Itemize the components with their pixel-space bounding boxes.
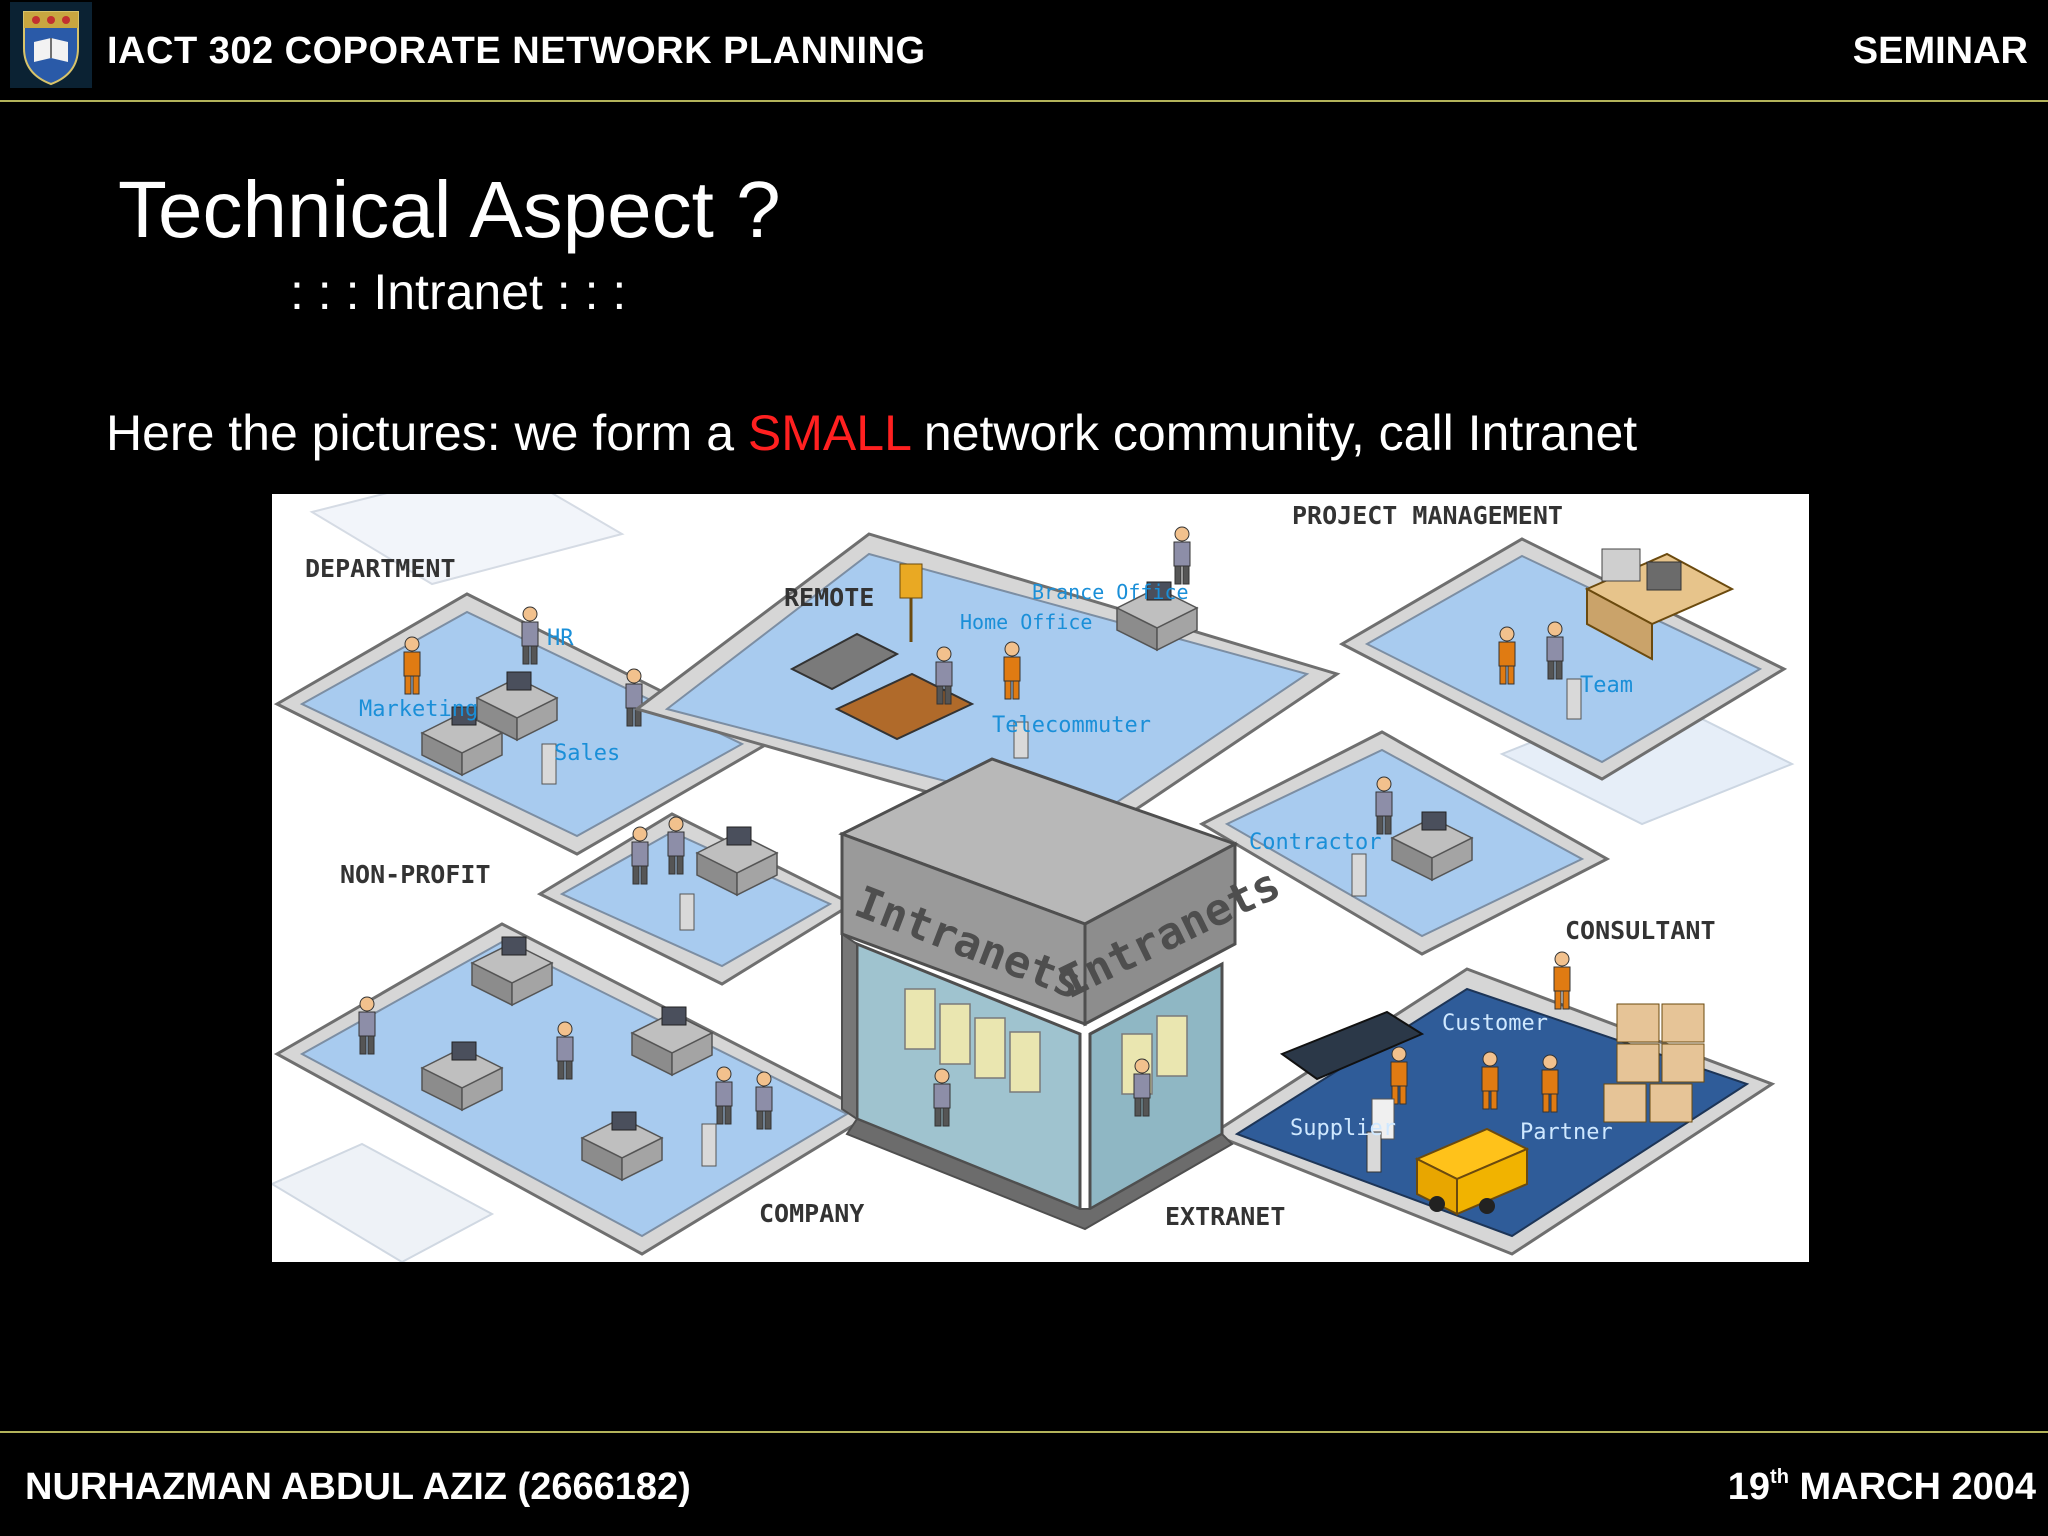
sales-label: Sales <box>554 741 620 766</box>
branch-office-label: Brance Office <box>1032 580 1189 604</box>
customer-label: Customer <box>1442 1011 1548 1036</box>
body-text-start: Here the pictures: we form a <box>106 405 748 461</box>
footer-date: 19th MARCH 2004 <box>1728 1466 2036 1509</box>
header-bar: IACT 302 COPORATE NETWORK PLANNING SEMIN… <box>0 0 2048 100</box>
body-text: Here the pictures: we form a SMALL netwo… <box>106 408 1637 458</box>
project-management-platform <box>1338 537 1788 781</box>
intranets-building: Intranets Intranets <box>838 757 1288 1231</box>
body-text-end: network community, call Intranet <box>910 405 1638 461</box>
company-label: COMPANY <box>759 1199 864 1228</box>
contractor-label: Contractor <box>1249 830 1381 855</box>
team-label: Team <box>1580 673 1633 698</box>
department-label: DEPARTMENT <box>305 554 456 583</box>
supplier-label: Supplier <box>1290 1116 1396 1141</box>
partner-label: Partner <box>1520 1120 1613 1145</box>
extranet-platform <box>1208 951 1776 1256</box>
extranet-label: EXTRANET <box>1165 1202 1285 1231</box>
non-profit-label: NON-PROFIT <box>340 860 491 889</box>
remote-platform <box>633 526 1341 841</box>
home-office-label: Home Office <box>960 610 1092 634</box>
consultant-label: CONSULTANT <box>1565 916 1716 945</box>
footer-author: NURHAZMAN ABDUL AZIZ (2666182) <box>25 1466 691 1508</box>
date-suffix: th <box>1770 1466 1789 1488</box>
hr-label: HR <box>547 626 574 651</box>
header-divider <box>0 100 2048 102</box>
marketing-label: Marketing <box>359 697 478 722</box>
company-platform <box>273 922 876 1256</box>
remote-label: REMOTE <box>784 583 874 612</box>
date-rest: MARCH 2004 <box>1788 1466 2036 1508</box>
footer-divider <box>0 1431 2048 1433</box>
telecommuter-label: Telecommuter <box>992 713 1151 738</box>
shipping-boxes <box>1603 1003 1705 1123</box>
slide-title: Technical Aspect ? <box>118 165 781 254</box>
intranet-illustration: Intranets Intranets DEPARTMENT REMOTE PR… <box>272 494 1809 1262</box>
consultant-platform <box>1198 730 1611 956</box>
department-platform <box>273 592 771 856</box>
body-text-highlight: SMALL <box>747 405 911 461</box>
university-crest-icon <box>10 2 92 88</box>
project-management-label: PROJECT MANAGEMENT <box>1292 501 1563 530</box>
slide-subtitle: : : : Intranet : : : <box>290 264 627 320</box>
date-day: 19 <box>1727 1466 1771 1508</box>
course-title: IACT 302 COPORATE NETWORK PLANNING <box>107 30 926 72</box>
section-label: SEMINAR <box>1852 30 2028 72</box>
delivery-truck <box>1414 1127 1530 1216</box>
